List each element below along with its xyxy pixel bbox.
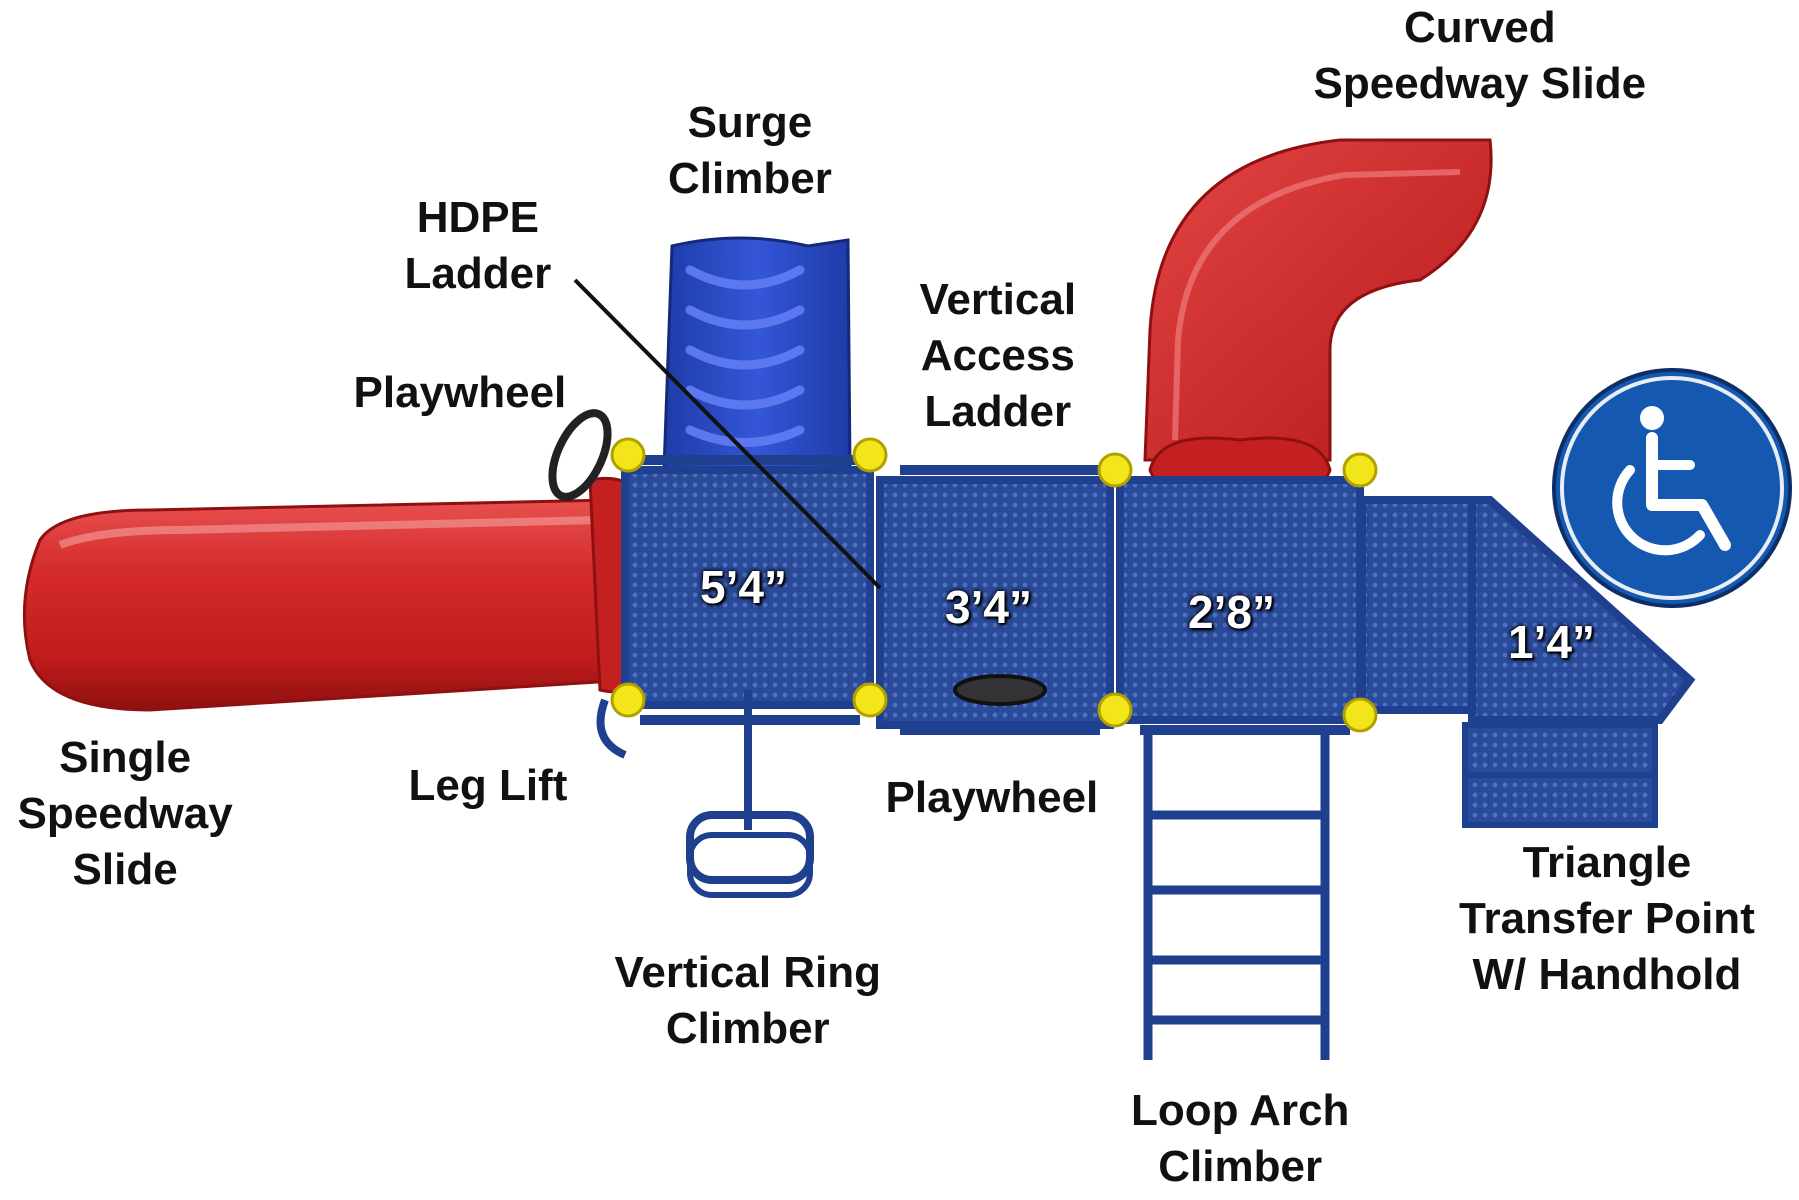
leg-lift [596,698,627,759]
label-line: Triangle [1522,838,1692,887]
label-line: Transfer Point [1459,894,1755,943]
single-speedway-slide [22,476,657,712]
deck-height-4: 1’4” [1508,616,1595,668]
vertical-ring-climber [686,690,814,898]
label-line: Vertical [919,275,1077,324]
loop-arch-climber [1143,730,1330,1060]
vertical-ring-climber-label: Vertical Ring Climber [615,945,882,1057]
label-line: Vertical Ring [614,948,882,997]
curved-speedway-slide [1143,138,1493,498]
playwheel-bottom-icon [953,674,1047,706]
curved-speedway-slide-label: Curved Speedway Slide [1314,0,1647,112]
label-line: W/ Handhold [1472,950,1742,999]
deck-height-3: 2’8” [1188,586,1275,638]
deck-height-2: 3’4” [945,581,1032,633]
label-line: Climber [668,154,832,203]
label-line: HDPE [416,193,539,242]
label-line: Playwheel [353,368,567,417]
label-line: Ladder [404,249,552,298]
label-line: Ladder [924,387,1072,436]
surge-climber-label: Surge Climber [668,95,832,207]
hdpe-ladder-pointer [573,278,882,590]
label-line: Speedway [17,789,233,838]
label-line: Climber [1158,1142,1323,1191]
label-line: Surge [687,98,813,147]
loop-arch-climber-label: Loop Arch Climber [1131,1083,1349,1195]
hdpe-ladder-label: HDPE Ladder [405,190,552,302]
triangle-transfer-point-label: Triangle Transfer Point W/ Handhold [1459,835,1755,1003]
playwheel-top-icon [548,409,612,501]
label-line: Slide [72,845,178,894]
label-line: Curved [1403,3,1556,52]
label-line: Leg Lift [408,761,568,810]
label-line: Access [920,331,1075,380]
label-line: Loop Arch [1131,1086,1350,1135]
leg-lift-label: Leg Lift [409,758,568,814]
wheelchair-icon [1552,368,1792,608]
label-line: Single [59,733,192,782]
playwheel-bottom-label: Playwheel [886,770,1099,826]
deck-frame [621,455,1696,828]
label-line: Climber [665,1004,830,1053]
post-caps [610,437,1378,733]
single-speedway-slide-label: Single Speedway Slide [18,730,233,898]
label-line: Speedway Slide [1313,59,1647,108]
deck-height-1: 5’4” [700,561,787,613]
surge-climber [662,236,852,472]
playwheel-top-label: Playwheel [354,365,567,421]
label-line: Playwheel [885,773,1099,822]
vertical-access-ladder-label: Vertical Access Ladder [920,272,1077,440]
